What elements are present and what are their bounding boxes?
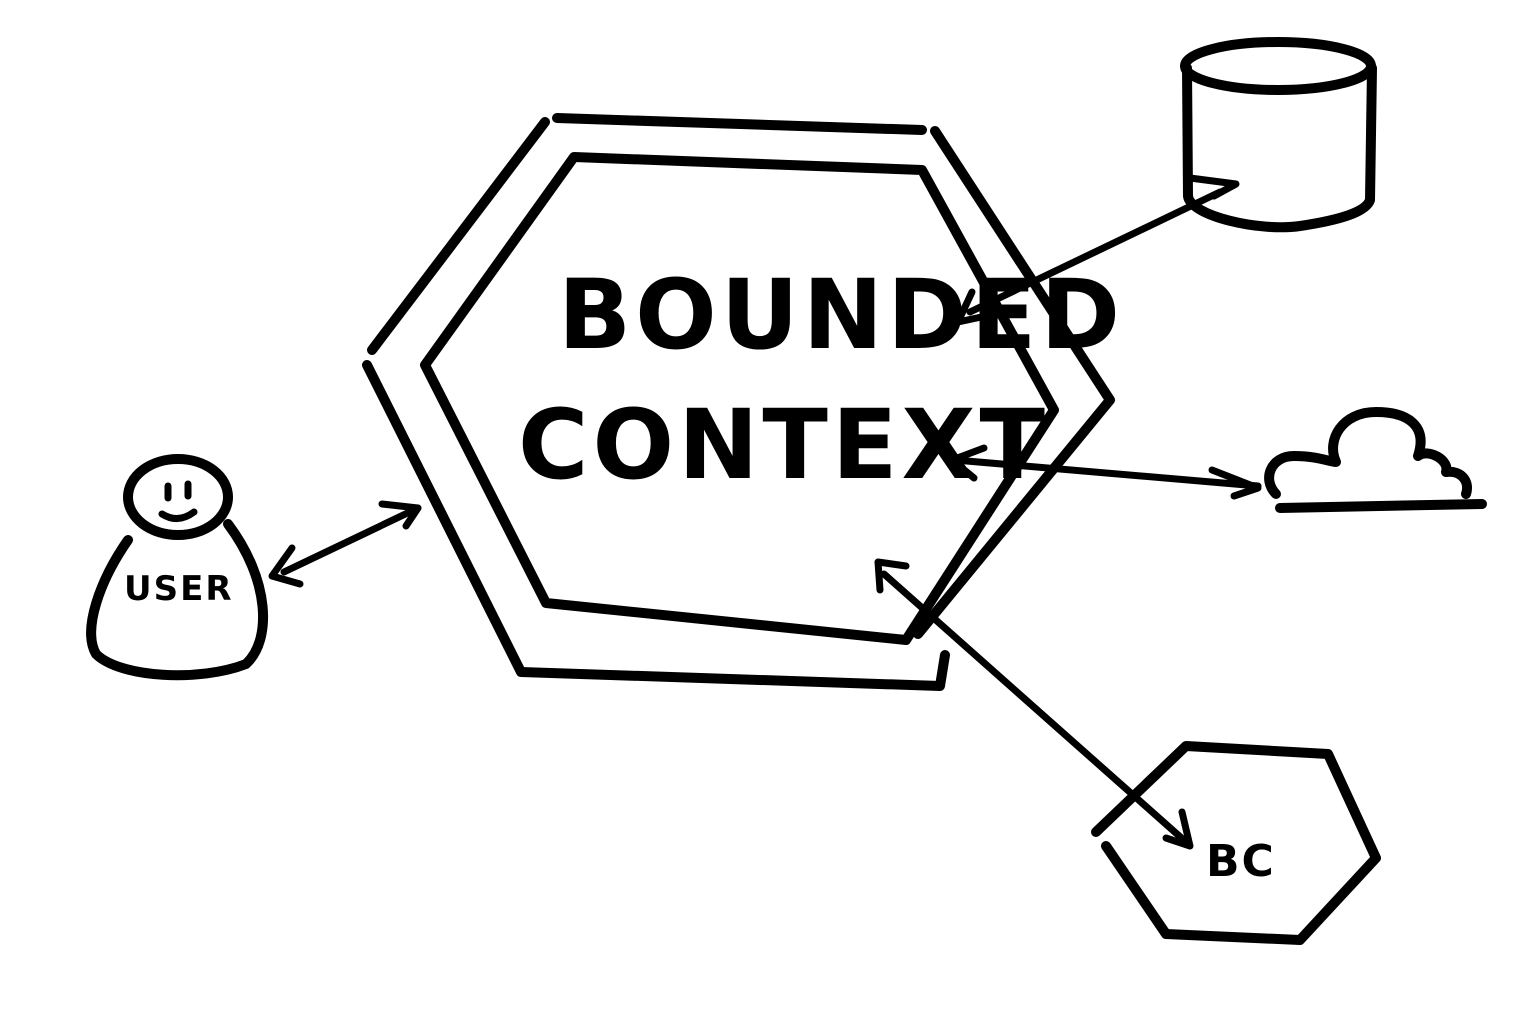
other-bounded-context: BC (1091, 741, 1381, 945)
database-arrow-head-left (954, 288, 990, 326)
user-arrow-head-right (378, 500, 422, 530)
user-head (123, 454, 233, 540)
user-arrow-shaft (280, 504, 422, 576)
bc-label: BC (1206, 836, 1276, 887)
user-smile (158, 508, 198, 522)
bc-arrow-head-bottom (1162, 808, 1194, 850)
user-figure-icon: USER (86, 454, 268, 681)
user-context-arrow (268, 500, 422, 588)
title-line-2: CONTEXT (518, 389, 1049, 501)
title-line-1: BOUNDED (558, 259, 1124, 371)
database-body (1182, 63, 1377, 233)
bc-context-arrow (874, 558, 1194, 850)
database-top (1180, 37, 1376, 95)
bc-hexagon-outline (1091, 741, 1381, 945)
bounded-context-hexagon (362, 113, 1115, 691)
inner-hexagon-outline (420, 152, 1059, 645)
bc-arrow-head-top (874, 558, 910, 594)
database-arrow-head-right (1186, 174, 1240, 200)
cloud-outline (1264, 407, 1472, 499)
database-cylinder-icon (1180, 37, 1377, 233)
database-context-arrow (954, 174, 1240, 326)
bc-arrow-shaft (880, 570, 1190, 846)
cloud-arrow-shaft (951, 456, 1262, 490)
user-body (86, 519, 268, 681)
user-arrow-head-left (268, 544, 304, 588)
cloud-arrow-head-left (948, 444, 988, 482)
cloud-arrow-head-right (1208, 466, 1262, 500)
outer-hexagon-outline (362, 113, 1115, 691)
cloud-context-arrow (948, 444, 1262, 500)
cloud-base (1275, 499, 1487, 513)
database-arrow-shaft (966, 188, 1224, 316)
user-label: USER (124, 569, 234, 609)
cloud-icon (1264, 407, 1487, 513)
